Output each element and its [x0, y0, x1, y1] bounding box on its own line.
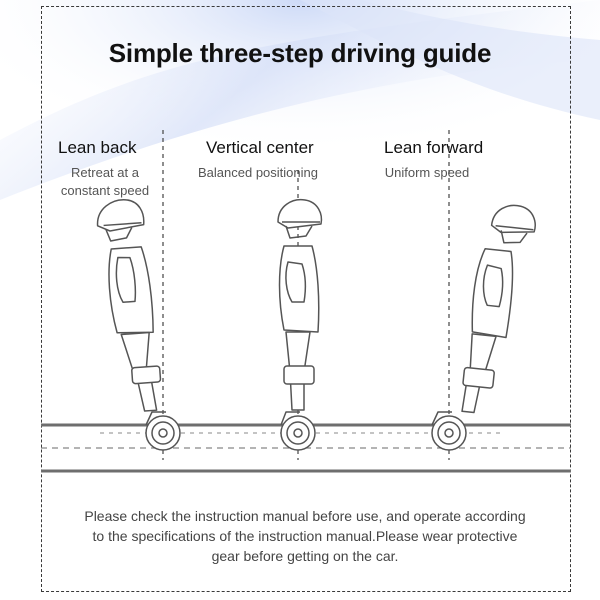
rider-leaning-forward-icon	[431, 204, 536, 451]
footer-notice: Please check the instruction manual befo…	[55, 506, 555, 566]
step-desc-vertical-center: Balanced positioning	[190, 164, 326, 182]
rider-leaning-back-icon	[96, 199, 181, 451]
footer-line: Please check the instruction manual befo…	[84, 508, 526, 524]
step-desc-lean-forward: Uniform speed	[374, 164, 480, 182]
step-title-lean-forward: Lean forward	[384, 138, 484, 157]
page-title: Simple three-step driving guide	[108, 38, 492, 68]
footer-line: gear before getting on the car.	[211, 548, 399, 564]
step-desc-line: constant speed	[60, 183, 150, 198]
step-desc-line: Uniform speed	[384, 165, 470, 180]
footer-line: to the specifications of the instruction…	[92, 528, 518, 544]
rider-upright-icon	[277, 198, 323, 451]
step-desc-line: Balanced positioning	[198, 165, 318, 180]
step-title-vertical-center: Vertical center	[206, 138, 314, 157]
step-title-lean-back: Lean back	[58, 138, 137, 157]
dashed-frame	[41, 6, 571, 592]
step-desc-lean-back: Retreat at a constant speed	[50, 164, 160, 200]
step-desc-line: Retreat at a	[71, 165, 139, 180]
